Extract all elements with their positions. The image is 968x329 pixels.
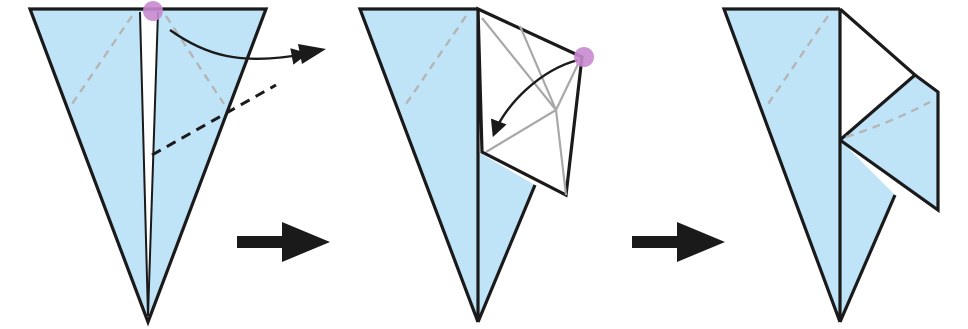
step-3 (724, 9, 938, 322)
step1-fold-arrow-head (298, 44, 326, 64)
step2-reference-dot (574, 47, 594, 67)
step-1 (30, 1, 326, 322)
step2-lower-right-paper (478, 152, 535, 322)
transition-arrow-1 (237, 222, 330, 262)
step1-reference-dot (143, 1, 163, 21)
arrow-right-icon (677, 222, 725, 262)
arrow-right-icon-shaft (237, 236, 285, 248)
transition-arrow-2 (632, 222, 725, 262)
arrow-right-icon-shaft (632, 236, 680, 248)
step-2 (360, 9, 594, 322)
arrow-right-icon (282, 222, 330, 262)
